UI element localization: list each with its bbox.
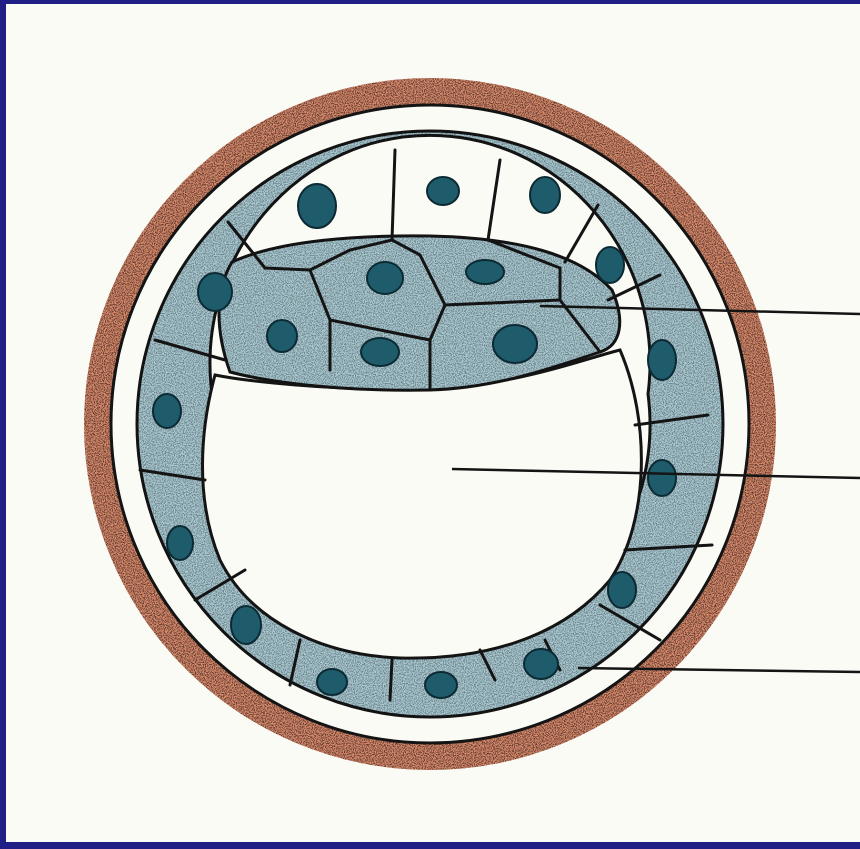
blastocoel	[203, 350, 642, 658]
diagram-frame	[6, 4, 860, 842]
blastocyst-diagram	[6, 4, 860, 842]
